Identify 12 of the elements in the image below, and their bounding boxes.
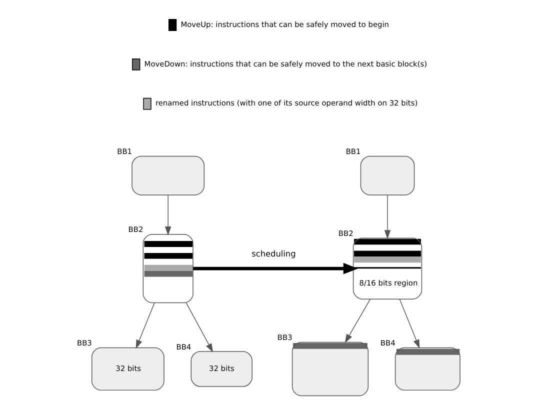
legend-label: MoveDown: instructions that can be safely moved to the next basic block(s) <box>144 59 428 68</box>
node-label: BB2 <box>128 225 144 234</box>
node-label: BB2 <box>338 228 354 238</box>
node-label: BB1 <box>346 147 361 156</box>
node-label: BB4 <box>176 342 192 352</box>
edge-label: scheduling <box>252 248 296 259</box>
node-label: BB4 <box>380 338 396 348</box>
node-label: BB3 <box>277 332 292 342</box>
legend-label: MoveUp: instructions that can be safely moved to begin <box>180 20 389 29</box>
legend-label: renamed instructions (with one of its source operand width on 32 bits) <box>155 98 418 108</box>
node-label: BB1 <box>117 147 132 156</box>
node-label: BB3 <box>76 338 92 348</box>
